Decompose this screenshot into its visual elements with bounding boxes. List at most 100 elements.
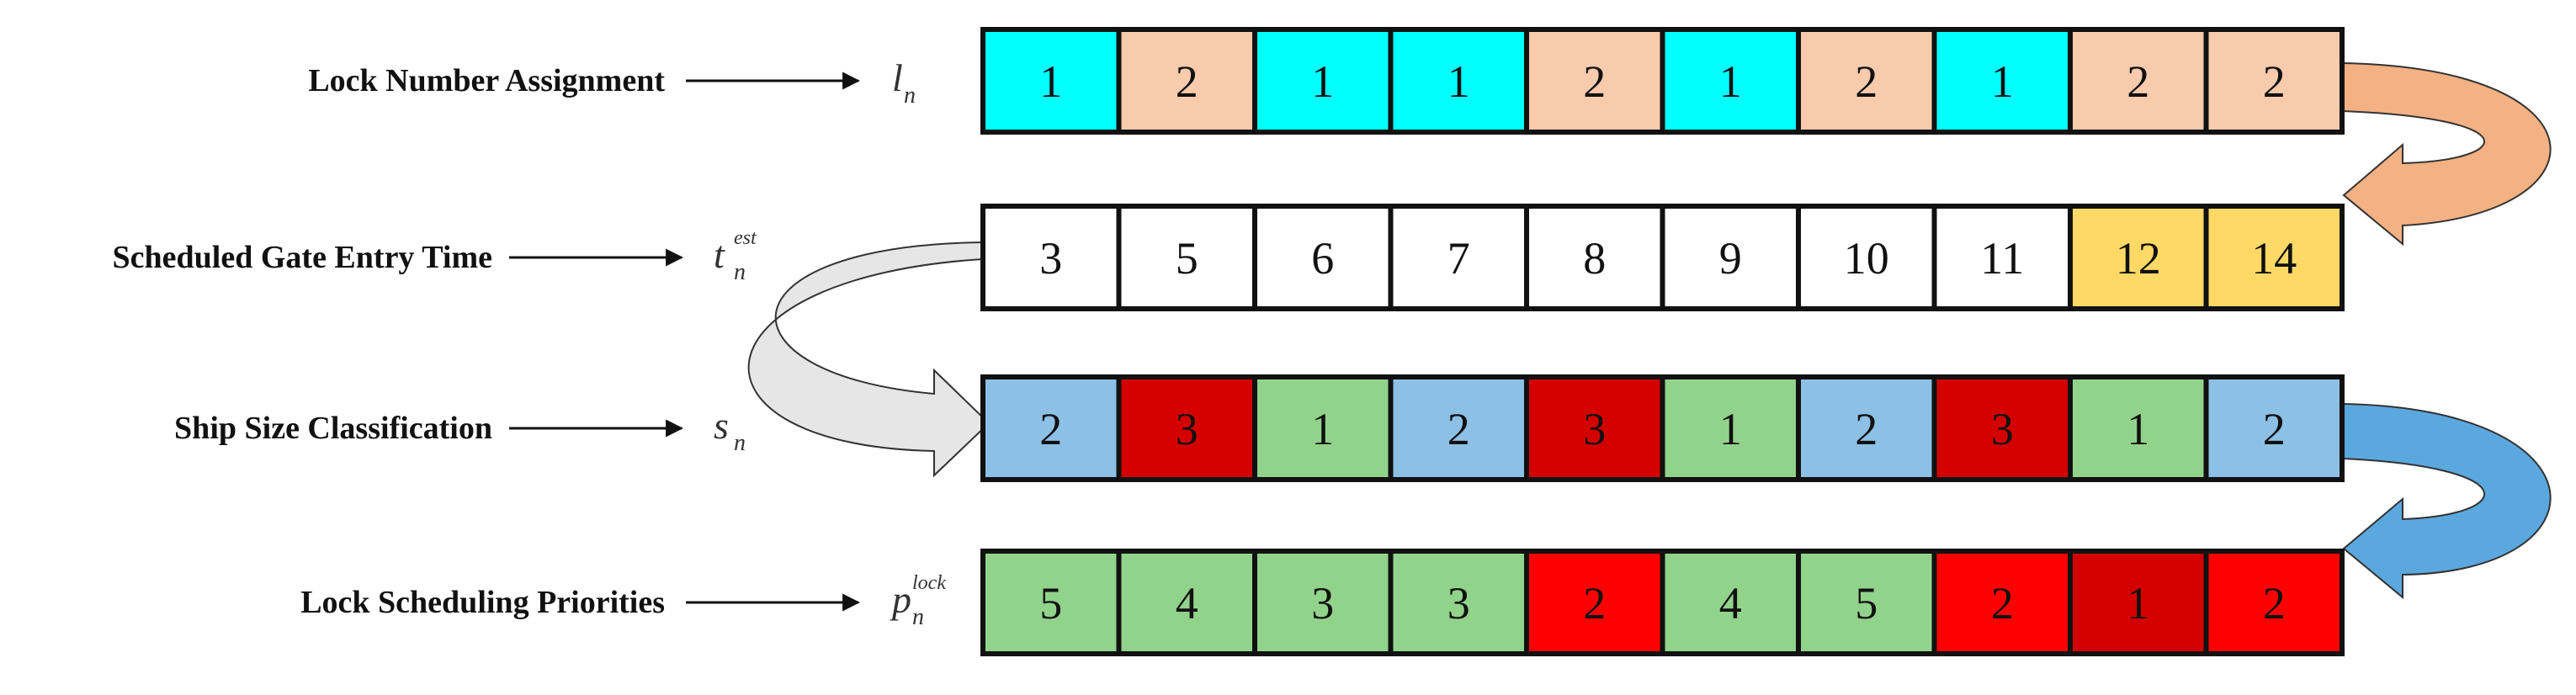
cell-box	[2203, 374, 2345, 482]
curved-arrow-grey	[747, 241, 991, 478]
cell-value: 4	[1719, 578, 1742, 629]
array-cell: 1	[1660, 27, 1801, 135]
cell-box	[980, 374, 1122, 482]
array-cell: 2	[980, 374, 1122, 482]
cell-box	[1660, 374, 1801, 482]
cell-box	[2203, 27, 2345, 135]
cell-value: 7	[1447, 233, 1470, 284]
array-cell: 1	[2068, 374, 2209, 482]
symbol-main: p	[890, 578, 911, 621]
symbol-main: s	[714, 404, 729, 447]
cell-value: 1	[1719, 404, 1742, 454]
symbol-subscript: n	[734, 259, 746, 285]
array-cell: 2	[2203, 374, 2345, 482]
cell-value: 10	[1844, 233, 1889, 284]
cell-box	[1524, 549, 1665, 656]
cell-value: 1	[1719, 56, 1742, 107]
cell-value: 9	[1719, 233, 1742, 284]
cell-value: 3	[1447, 578, 1470, 629]
symbol-subscript: n	[912, 604, 924, 630]
array-cell: 1	[1388, 27, 1529, 135]
cell-value: 1	[1311, 404, 1334, 454]
cell-value: 2	[1583, 56, 1606, 107]
cell-box	[2068, 549, 2209, 656]
cell-value: 3	[1311, 578, 1334, 629]
cell-value: 1	[2127, 578, 2149, 629]
array-cell: 5	[1796, 549, 1937, 656]
array-cell: 2	[1116, 27, 1257, 135]
cell-value: 4	[1176, 578, 1198, 629]
row-label: Scheduled Gate Entry Time	[113, 240, 492, 275]
cell-value: 6	[1311, 233, 1334, 284]
cell-value: 1	[2127, 404, 2149, 454]
cell-value: 5	[1039, 578, 1062, 629]
cell-value: 1	[1447, 56, 1470, 107]
symbol-subscript: n	[734, 430, 746, 456]
cell-value: 1	[1311, 56, 1334, 107]
array-cell: 8	[1524, 204, 1665, 311]
cell-value: 5	[1855, 578, 1878, 629]
array-cell: 2	[1524, 549, 1665, 656]
symbol-subscript: n	[904, 82, 916, 109]
cell-value: 1	[1039, 56, 1062, 107]
array-cell: 2	[1524, 27, 1665, 135]
cell-box	[1116, 204, 1257, 311]
cell-value: 8	[1583, 233, 1606, 284]
curved-arrow-blue	[2341, 402, 2552, 600]
curved-arrow-orange	[2341, 61, 2552, 247]
cell-box	[1116, 27, 1257, 135]
symbol-superscript: lock	[912, 572, 946, 594]
cell-box	[1660, 549, 1801, 656]
cell-box	[1524, 204, 1665, 311]
symbol-superscript: est	[734, 227, 757, 249]
array-cell: 2	[1796, 27, 1937, 135]
cell-value: 2	[2127, 56, 2149, 107]
array-cell: 5	[1116, 204, 1257, 311]
cell-value: 2	[1855, 404, 1878, 454]
array-cell: 5	[980, 549, 1122, 656]
array-cell: 6	[1252, 204, 1394, 311]
array-cell: 4	[1660, 549, 1801, 656]
cell-value: 3	[1176, 404, 1198, 454]
array-cell: 1	[1931, 27, 2073, 135]
array-cell: 2	[1388, 374, 1529, 482]
cell-box	[1388, 374, 1529, 482]
cell-value: 14	[2251, 233, 2297, 284]
array-cell: 14	[2203, 204, 2345, 311]
array-cell: 2	[2203, 549, 2345, 656]
cell-value: 3	[1991, 404, 2014, 454]
array-cell: 3	[1388, 549, 1529, 656]
cell-value: 2	[2263, 56, 2286, 107]
cell-box	[2068, 27, 2209, 135]
row-label: Lock Number Assignment	[308, 63, 665, 98]
symbol-main: t	[714, 233, 725, 276]
array-cell: 2	[1796, 374, 1937, 482]
cell-box	[1796, 549, 1937, 656]
array-cell: 10	[1796, 204, 1937, 311]
array-cell: 4	[1116, 549, 1257, 656]
array-cell: 11	[1931, 204, 2073, 311]
array-cell: 1	[1252, 27, 1394, 135]
cell-value: 2	[1039, 404, 1062, 454]
array-cell: 2	[2203, 27, 2345, 135]
cell-box	[1116, 374, 1257, 482]
cell-box	[1660, 204, 1801, 311]
row-label: Ship Size Classification	[174, 411, 492, 446]
cell-box	[2203, 549, 2345, 656]
cell-value: 2	[1855, 56, 1878, 107]
cell-box	[1524, 374, 1665, 482]
cell-box	[1931, 549, 2073, 656]
array-cell: 1	[2068, 549, 2209, 656]
cell-value: 2	[1583, 578, 1606, 629]
array-cell: 3	[1931, 374, 2073, 482]
cell-value: 11	[1980, 233, 2024, 284]
array-cell: 1	[1660, 374, 1801, 482]
